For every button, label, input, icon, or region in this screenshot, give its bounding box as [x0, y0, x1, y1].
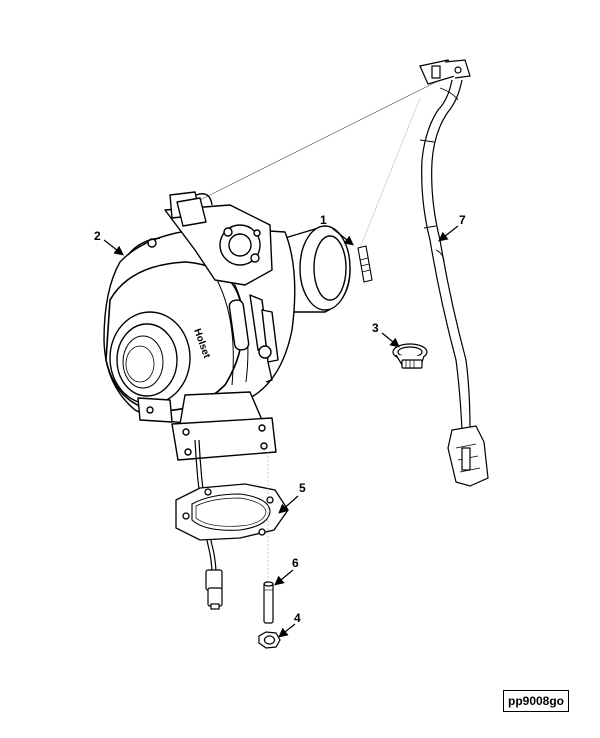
flange-nut — [258, 631, 281, 649]
callout-number-4: 4 — [294, 611, 301, 625]
flange-stud — [263, 581, 274, 624]
actuator-fastener — [357, 245, 373, 283]
callout-1: 1 — [320, 213, 354, 246]
harness-routing-line — [199, 79, 441, 201]
hose-clamp — [392, 343, 428, 369]
figure-reference-code: pp9008go — [503, 690, 569, 712]
callout-4: 4 — [278, 611, 301, 638]
callout-7: 7 — [438, 213, 466, 242]
callout-3: 3 — [372, 321, 400, 348]
callout-number-2: 2 — [94, 229, 101, 243]
callout-number-7: 7 — [459, 213, 466, 227]
speed-sensor-wire — [194, 439, 213, 576]
callout-2: 2 — [94, 229, 124, 256]
callout-number-5: 5 — [299, 481, 306, 495]
callout-number-1: 1 — [320, 213, 327, 227]
bracket-routing-line — [359, 97, 421, 249]
turbine-inlet-gasket — [175, 483, 289, 541]
actuator-wiring-harness — [419, 59, 489, 487]
callout-5: 5 — [278, 481, 306, 514]
speed-sensor-connector — [205, 569, 223, 610]
callout-number-3: 3 — [372, 321, 379, 335]
callout-number-6: 6 — [292, 556, 299, 570]
callout-6: 6 — [274, 556, 299, 586]
turbocharger-assembly: Holset — [103, 191, 351, 461]
